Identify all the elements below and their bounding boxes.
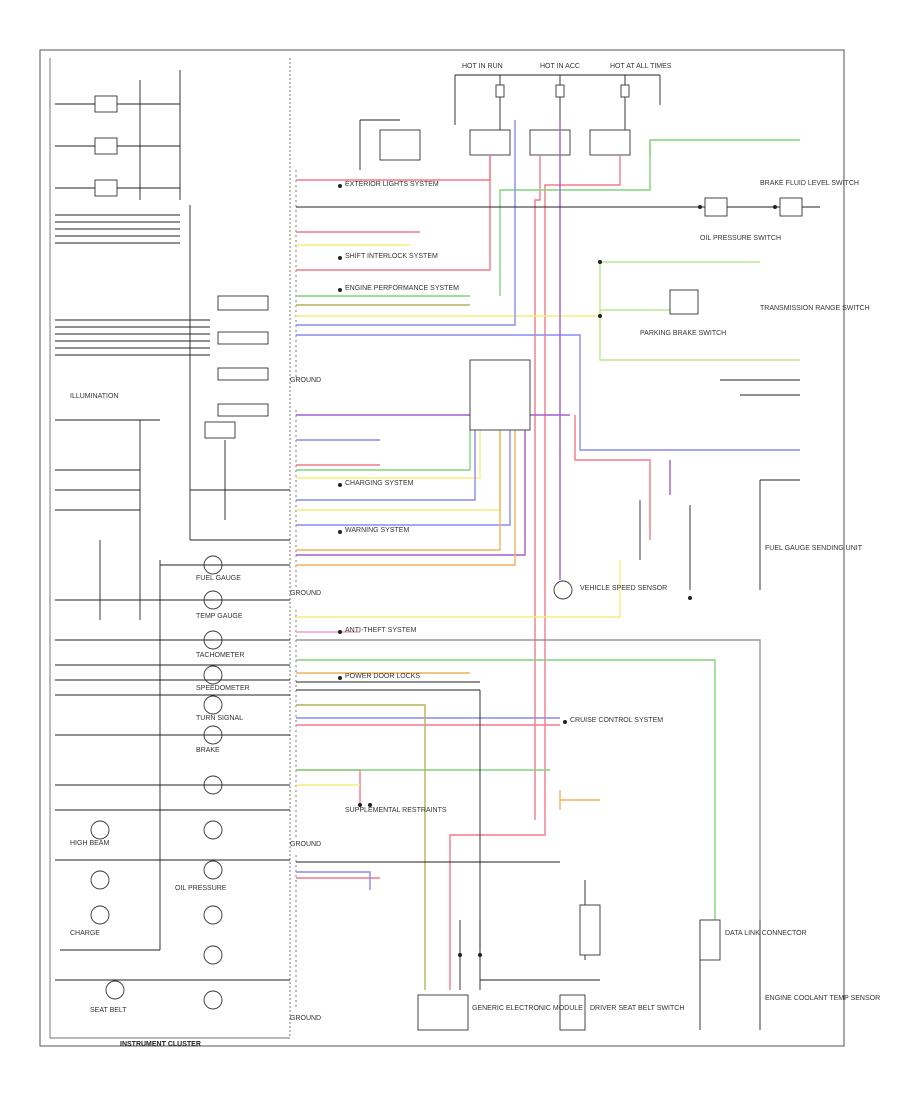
lcd-display-5	[204, 421, 236, 439]
instrument-cluster: INSTRUMENT CLUSTER ILLUMINATION FUEL GAU…	[49, 58, 291, 1048]
oil-pressure-switch	[704, 197, 728, 217]
black-wires-right	[296, 105, 820, 1030]
wire-red-6	[296, 769, 361, 805]
connector-dots	[338, 184, 777, 957]
label-transmission-range-switch: TRANSMISSION RANGE SWITCH	[760, 305, 870, 312]
label-seat-belt: SEAT BELT	[90, 1007, 127, 1014]
connector-label-3: GROUND	[290, 841, 321, 848]
label-temp-gauge: TEMP GAUGE	[196, 613, 243, 620]
wire-blue-1	[296, 120, 516, 326]
seatbelt-switch-box	[559, 994, 586, 1031]
fuse-2	[555, 84, 565, 98]
wire-blue-5	[296, 871, 371, 890]
relay-top	[359, 119, 421, 170]
label-vehicle-speed-sensor: VEHICLE SPEED SENSOR	[580, 585, 667, 592]
lcd-display-1	[217, 295, 269, 311]
fuse-label-3: HOT AT ALL TIMES	[610, 63, 672, 70]
fuse-label-1: HOT IN RUN	[462, 63, 503, 70]
wire-olive-1	[296, 704, 426, 990]
system-label-4: CHARGING SYSTEM	[345, 480, 414, 487]
system-label-1: EXTERIOR LIGHTS SYSTEM	[345, 181, 439, 188]
cluster-label: INSTRUMENT CLUSTER	[120, 1041, 201, 1048]
gauge-circles	[90, 555, 223, 1010]
wire-lightgreen-2	[599, 262, 800, 361]
wire-green-4	[296, 659, 716, 930]
wire-yellow-2	[296, 430, 481, 479]
system-labels: EXTERIOR LIGHTS SYSTEM SHIFT INTERLOCK S…	[345, 181, 663, 814]
wire-red-2	[296, 155, 491, 271]
system-label-3: ENGINE PERFORMANCE SYSTEM	[345, 285, 459, 292]
connector-pins: GROUND GROUND GROUND GROUND	[290, 170, 321, 1022]
fuse-1	[495, 84, 505, 98]
wire-blue-7	[296, 430, 476, 501]
fuse-block: HOT IN RUN HOT IN ACC HOT AT ALL TIMES	[454, 63, 672, 156]
label-turn-signal: TURN SIGNAL	[196, 715, 243, 722]
cluster-bulb-group-top	[55, 70, 181, 200]
system-label-7: CRUISE CONTROL SYSTEM	[570, 717, 663, 724]
wire-pink-2	[574, 415, 651, 540]
wire-green-3	[499, 140, 651, 296]
system-label-9: SUPPLEMENTAL RESTRAINTS	[345, 807, 447, 814]
cluster-bus	[55, 214, 210, 356]
connector-label-4: GROUND	[290, 1015, 321, 1022]
label-tachometer: TACHOMETER	[196, 652, 244, 659]
dlc-box	[699, 919, 721, 961]
relay-right	[669, 289, 699, 315]
speed-sensor	[553, 580, 573, 600]
wire-purple-3	[296, 430, 526, 556]
wire-red-3	[534, 155, 541, 820]
label-charge: CHARGE	[70, 930, 100, 937]
label-brake-fluid-switch: BRAKE FLUID LEVEL SWITCH	[760, 180, 859, 187]
wire-blue-2	[296, 334, 800, 451]
label-data-link-connector: DATA LINK CONNECTOR	[725, 930, 807, 937]
lcd-display-3	[217, 367, 269, 381]
sender-box	[469, 359, 531, 431]
label-high-beam: HIGH BEAM	[70, 840, 109, 847]
diagram-border	[39, 49, 845, 1047]
right-components: OIL PRESSURE SWITCH BRAKE FLUID LEVEL SW…	[417, 180, 880, 1031]
label-oil-pressure: OIL PRESSURE	[175, 885, 227, 892]
wire-orange-2	[296, 430, 516, 566]
system-label-6: ANTI-THEFT SYSTEM	[345, 627, 417, 634]
gauge-wires	[55, 560, 290, 981]
wire-green-5	[296, 430, 471, 471]
system-label-5: WARNING SYSTEM	[345, 527, 409, 534]
system-label-2: SHIFT INTERLOCK SYSTEM	[345, 253, 438, 260]
wire-blue-6	[296, 430, 511, 526]
label-fuel-sending-unit: FUEL GAUGE SENDING UNIT	[765, 545, 863, 552]
label-seatbelt-switch: DRIVER SEAT BELT SWITCH	[590, 1005, 684, 1012]
fuse-label-2: HOT IN ACC	[540, 63, 580, 70]
connector-label-1: GROUND	[290, 377, 321, 384]
label-coolant-temp-sensor: ENGINE COOLANT TEMP SENSOR	[765, 995, 880, 1002]
wire-red-main	[449, 155, 621, 990]
fuse-3	[620, 84, 630, 98]
label-brake: BRAKE	[196, 747, 220, 754]
generic-module	[417, 994, 469, 1031]
brake-switch	[779, 197, 803, 217]
label-generic-module: GENERIC ELECTRONIC MODULE	[472, 1005, 583, 1012]
label-speedometer: SPEEDOMETER	[196, 685, 250, 692]
wire-gray-1	[296, 639, 761, 920]
wire-green-2	[649, 139, 800, 155]
wire-orange-1	[296, 430, 501, 551]
connector-label-2: GROUND	[290, 590, 321, 597]
ecm-box	[579, 904, 601, 956]
wire-yellow-4	[296, 560, 621, 618]
lcd-display-2	[217, 331, 269, 345]
label-fuel-gauge: FUEL GAUGE	[196, 575, 241, 582]
label-parking-brake-switch: PARKING BRAKE SWITCH	[640, 330, 726, 337]
colored-wires	[296, 120, 800, 990]
label-oil-pressure-switch: OIL PRESSURE SWITCH	[700, 235, 781, 242]
label-illumination: ILLUMINATION	[70, 393, 119, 400]
system-label-8: POWER DOOR LOCKS	[345, 673, 420, 680]
lcd-display-4	[217, 403, 269, 417]
